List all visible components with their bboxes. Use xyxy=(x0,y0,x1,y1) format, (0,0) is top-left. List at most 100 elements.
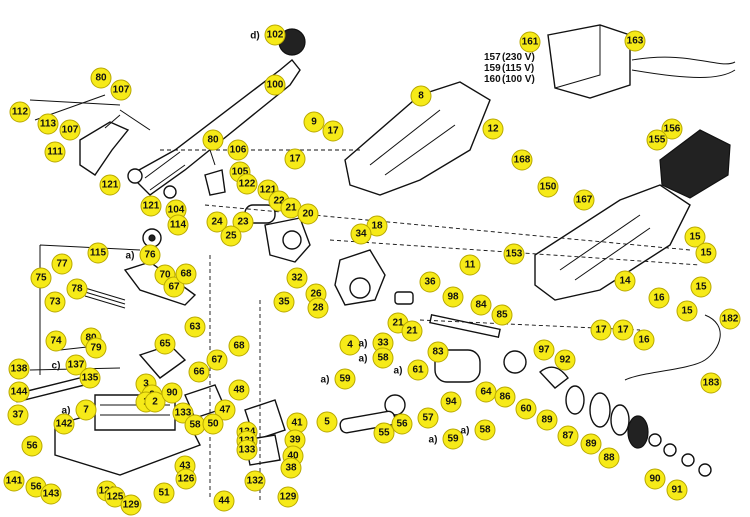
callout-label: 56 xyxy=(30,482,42,493)
callout-marker xyxy=(236,173,258,195)
callout-label: 68 xyxy=(233,341,245,352)
callout-marker xyxy=(206,211,228,233)
callout-75: 75 xyxy=(30,267,52,289)
callout-marker xyxy=(120,494,142,516)
callout-label: 21 xyxy=(406,326,418,337)
callout-marker xyxy=(614,270,636,292)
callout-68: 68 xyxy=(175,263,197,285)
callout-label: 32 xyxy=(291,273,303,284)
callout-prefix: a) xyxy=(126,251,135,262)
callout-label: 132 xyxy=(247,476,264,487)
callout-prefix: a) xyxy=(62,406,71,417)
callout-marker xyxy=(554,349,576,371)
callout-114: 114 xyxy=(167,214,189,236)
callout-label: 9 xyxy=(311,117,317,128)
callout-label: 58 xyxy=(377,353,389,364)
callout-label: 104 xyxy=(168,205,185,216)
callout-marker xyxy=(648,287,670,309)
callout-25: 25 xyxy=(220,225,242,247)
callout-111: 111 xyxy=(44,141,66,163)
callout-label: 129 xyxy=(123,500,140,511)
callout-183: 183 xyxy=(700,372,722,394)
callout-label: 105 xyxy=(232,167,249,178)
callout-87: 87 xyxy=(557,425,579,447)
callout-107: 107 xyxy=(59,119,81,141)
callout-label: 70 xyxy=(159,270,171,281)
callout-label: 85 xyxy=(496,310,508,321)
callout-marker xyxy=(53,413,75,435)
callout-15: 15 xyxy=(690,276,712,298)
callout-label: 90 xyxy=(166,388,178,399)
callout-marker xyxy=(286,267,308,289)
callout-label: 15 xyxy=(695,282,707,293)
callout-label: 11 xyxy=(465,260,476,271)
callout-23: 23 xyxy=(232,211,254,233)
callout-label: 107 xyxy=(113,85,130,96)
callout-marker xyxy=(8,358,30,380)
callout-marker xyxy=(391,413,413,435)
callout-112: 112 xyxy=(9,101,31,123)
callout-label: 94 xyxy=(445,397,457,408)
callout-label: 15 xyxy=(700,248,712,259)
callout-marker xyxy=(482,118,504,140)
callout-marker xyxy=(417,407,439,429)
callout-marker xyxy=(167,214,189,236)
callout-label: 133 xyxy=(239,445,256,456)
callout-83: 83 xyxy=(427,341,449,363)
callout-marker xyxy=(79,367,101,389)
callout-label: 67 xyxy=(168,282,180,293)
callout-marker xyxy=(30,267,52,289)
callout-67: 67 xyxy=(163,276,185,298)
callout-label: 80 xyxy=(95,73,107,84)
callout-17: 17 xyxy=(612,319,634,341)
callout-prefix: a) xyxy=(429,435,438,446)
callout-47: 47 xyxy=(214,399,236,421)
callout-label: 89 xyxy=(541,415,553,426)
callout-marker xyxy=(206,349,228,371)
callout-138: 138 xyxy=(8,358,30,380)
callout-marker xyxy=(99,174,121,196)
callout-label: 58 xyxy=(189,420,201,431)
callout-58: 58 xyxy=(184,414,206,436)
callout-168: 168 xyxy=(511,149,533,171)
callout-155: 155 xyxy=(646,129,668,151)
callout-marker xyxy=(303,111,325,133)
callout-17: 17 xyxy=(590,319,612,341)
callout-63: 63 xyxy=(184,316,206,338)
callout-label: 17 xyxy=(595,325,607,336)
callout-label: 21 xyxy=(285,203,297,214)
callout-37: 37 xyxy=(7,404,29,426)
callout-98: 98 xyxy=(442,286,464,308)
callout-prefix: a) xyxy=(359,339,368,350)
callout-label: 92 xyxy=(559,355,571,366)
callout-153: 153 xyxy=(503,243,525,265)
callout-132: 132 xyxy=(244,470,266,492)
callout-label: 15 xyxy=(681,306,693,317)
callout-marker xyxy=(66,278,88,300)
callout-label: 36 xyxy=(424,277,436,288)
callout-marker xyxy=(322,120,344,142)
callout-marker xyxy=(163,276,185,298)
callout-107: 107 xyxy=(110,79,132,101)
callout-label: 65 xyxy=(159,339,171,350)
callout-marker xyxy=(90,67,112,89)
callout-marker xyxy=(236,439,258,461)
callout-84: 84 xyxy=(470,294,492,316)
callout-label: 22 xyxy=(273,196,285,207)
callout-9: 9 xyxy=(303,111,325,133)
callout-121: 121 xyxy=(140,195,162,217)
callout-label: 87 xyxy=(562,431,574,442)
callout-label: 16 xyxy=(653,293,665,304)
callout-label: 112 xyxy=(12,107,29,118)
callout-94: 94 xyxy=(440,391,462,413)
callout-17: 17 xyxy=(322,120,344,142)
callout-label: 58 xyxy=(479,425,491,436)
callout-60: 60 xyxy=(515,398,537,420)
callout-marker xyxy=(188,361,210,383)
callout-prefix: a) xyxy=(394,366,403,377)
callout-marker xyxy=(202,129,224,151)
callout-129: 129 xyxy=(277,486,299,508)
part-number-160: 160 xyxy=(484,74,501,85)
